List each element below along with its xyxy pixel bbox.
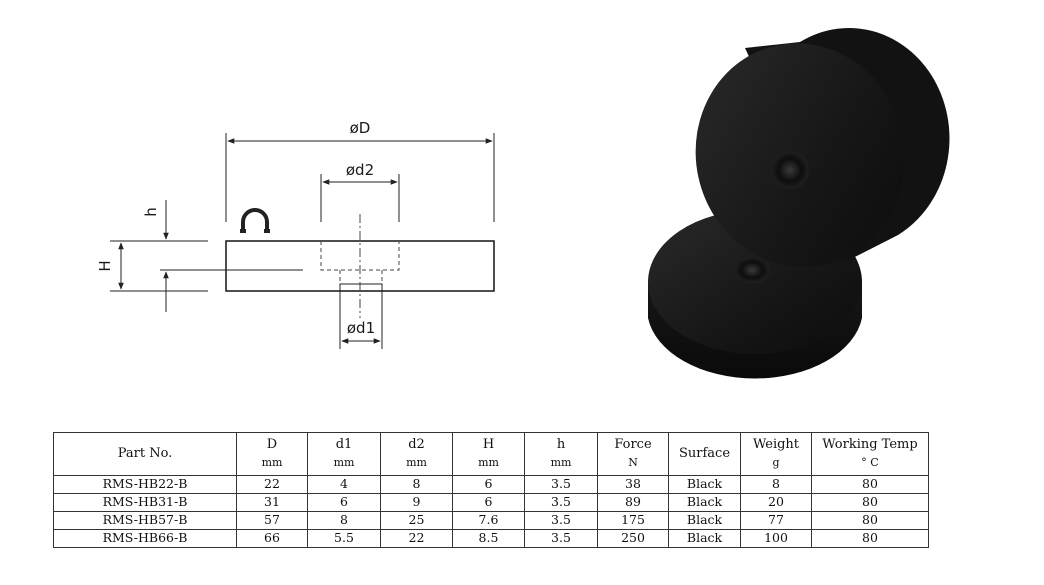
cell-d2: 8 [380,475,453,494]
cell-h-total: 6 [452,475,525,494]
counterbore-diameter-dimension: ød2 [320,161,400,222]
cell-d: 57 [236,511,308,530]
cell-part-no: RMS-HB57-B [53,511,237,530]
cell-d: 31 [236,493,308,512]
cell-d2: 9 [380,493,453,512]
cell-d1: 5.5 [307,529,381,548]
product-photo [648,27,950,379]
hole-bottom-mark [339,283,383,291]
col-header-surface: Surface [668,432,741,476]
mounting-hole-icon [734,257,770,283]
cell-force: 89 [597,493,669,512]
col-header-part-no: Part No. [53,432,237,476]
cell-d: 66 [236,529,308,548]
cell-h-total: 7.6 [452,511,525,530]
cell-d2: 22 [380,529,453,548]
cell-weight: 77 [740,511,812,530]
table-row: RMS-HB66-B 66 5.5 22 8.5 3.5 250 Black 1… [53,529,929,548]
counterbore-depth-dimension: h [142,200,303,312]
magnet-disc-standing [695,27,950,267]
cell-h-total: 8.5 [452,529,525,548]
cell-force: 38 [597,475,669,494]
cell-surface: Black [668,529,741,548]
cell-force: 250 [597,529,669,548]
cell-working-temp: 80 [811,529,929,548]
mounting-hole-icon [771,151,809,189]
cell-working-temp: 80 [811,475,929,494]
cell-weight: 100 [740,529,812,548]
total-height-dimension: H [96,240,208,292]
table-row: RMS-HB57-B 57 8 25 7.6 3.5 175 Black 77 … [53,511,929,530]
table-row: RMS-HB22-B 22 4 8 6 3.5 38 Black 8 80 [53,475,929,494]
hole-diameter-dimension: ød1 [339,291,383,349]
cell-part-no: RMS-HB31-B [53,493,237,512]
total-height-label: H [96,260,114,271]
cell-d: 22 [236,475,308,494]
cell-part-no: RMS-HB22-B [53,475,237,494]
cell-working-temp: 80 [811,511,929,530]
cell-h-depth: 3.5 [524,475,598,494]
cell-d1: 8 [307,511,381,530]
cell-surface: Black [668,511,741,530]
horseshoe-magnet-icon [240,208,270,233]
outer-diameter-dimension: øD [225,119,495,222]
technical-drawing: øD ød2 ød1 H h [96,119,495,349]
cell-h-total: 6 [452,493,525,512]
cell-part-no: RMS-HB66-B [53,529,237,548]
hole-diameter-label: ød1 [347,319,375,337]
outer-diameter-label: øD [350,119,371,137]
cell-working-temp: 80 [811,493,929,512]
cell-surface: Black [668,475,741,494]
table-row: RMS-HB31-B 31 6 9 6 3.5 89 Black 20 80 [53,493,929,512]
cell-h-depth: 3.5 [524,529,598,548]
counterbore-diameter-label: ød2 [346,161,374,179]
cell-d1: 4 [307,475,381,494]
cell-force: 175 [597,511,669,530]
cell-h-depth: 3.5 [524,493,598,512]
cell-weight: 8 [740,475,812,494]
col-header-working-temp: Working Temp° C [811,432,929,476]
counterbore-depth-label: h [142,207,160,217]
cell-d1: 6 [307,493,381,512]
cell-d2: 25 [380,511,453,530]
cell-surface: Black [668,493,741,512]
cell-weight: 20 [740,493,812,512]
cell-h-depth: 3.5 [524,511,598,530]
